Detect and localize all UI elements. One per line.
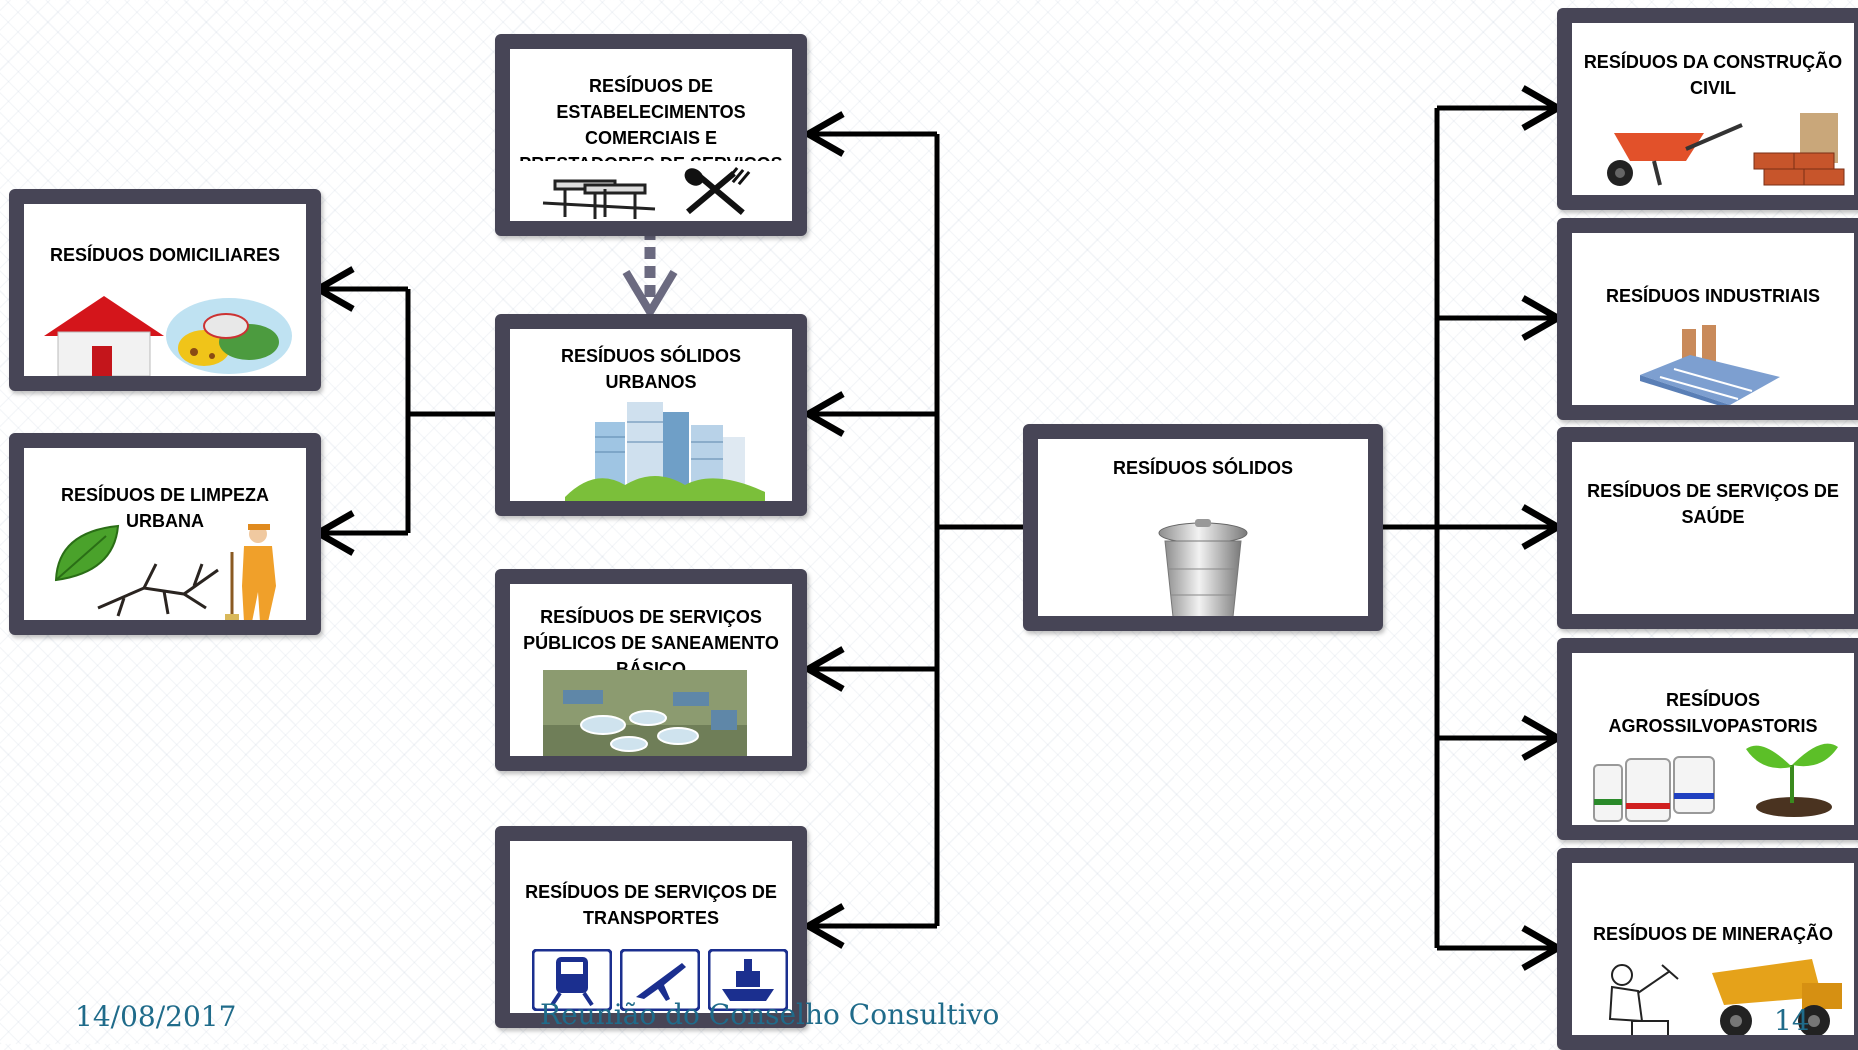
leaf-icon (54, 524, 120, 582)
node-mineracao: RESÍDUOS DE MINERAÇÃO (1557, 848, 1858, 1050)
node-limpeza-label: RESÍDUOS DE LIMPEZA URBANA (60, 485, 270, 531)
miner-icon (1608, 964, 1679, 1035)
trash-can-icon (1158, 519, 1248, 616)
water-treatment-plant-icon (543, 670, 747, 756)
node-comerciais-label: RESÍDUOS DE ESTABELECIMENTOS COMERCIAIS … (519, 76, 782, 161)
node-domiciliares-label: RESÍDUOS DOMICILIARES (49, 245, 281, 265)
footer-page-number: 14 (1774, 1004, 1810, 1037)
node-saneamento-label: RESÍDUOS DE SERVIÇOS PÚBLICOS DE SANEAME… (523, 607, 779, 670)
node-transportes: RESÍDUOS DE SERVIÇOS DE TRANSPORTES (495, 826, 807, 1028)
node-urbanos-label: RESÍDUOS SÓLIDOS URBANOS (560, 346, 742, 392)
city-buildings-icon (565, 402, 765, 501)
ship-icon (708, 949, 788, 1011)
node-saneamento: RESÍDUOS DE SERVIÇOS PÚBLICOS DE SANEAME… (495, 569, 807, 771)
footer-event-title: Reunião do Conselho Consultivo (540, 998, 1000, 1031)
node-saude-label: RESÍDUOS DE SERVIÇOS DE SAÚDE (1587, 481, 1839, 527)
node-agro-label: RESÍDUOS AGROSSILVOPASTORIS (1608, 690, 1818, 736)
factory-icon (1640, 325, 1780, 405)
plant-sprout-icon (1746, 743, 1838, 817)
street-sweeper-icon (225, 524, 276, 620)
node-mineracao-label: RESÍDUOS DE MINERAÇÃO (1592, 924, 1834, 944)
train-icon (532, 949, 612, 1011)
node-central-label: RESÍDUOS SÓLIDOS (1112, 458, 1294, 478)
node-construcao: RESÍDUOS DA CONSTRUÇÃO CIVIL (1557, 8, 1858, 210)
node-saude: RESÍDUOS DE SERVIÇOS DE SAÚDE (1557, 427, 1858, 629)
garbage-pile-icon (166, 298, 292, 374)
node-central-residuos-solidos: RESÍDUOS SÓLIDOS (1023, 424, 1383, 631)
chemical-containers-icon (1593, 756, 1715, 822)
house-icon (44, 296, 164, 376)
node-urbanos: RESÍDUOS SÓLIDOS URBANOS (495, 314, 807, 516)
node-transportes-label: RESÍDUOS DE SERVIÇOS DE TRANSPORTES (525, 882, 777, 928)
node-industriais-label: RESÍDUOS INDUSTRIAIS (1605, 286, 1821, 306)
node-construcao-label: RESÍDUOS DA CONSTRUÇÃO CIVIL (1583, 52, 1843, 98)
branches-icon (97, 563, 219, 617)
node-comerciais: RESÍDUOS DE ESTABELECIMENTOS COMERCIAIS … (495, 34, 807, 236)
fork-spoon-icon (684, 167, 751, 215)
footer-date: 14/08/2017 (75, 1000, 237, 1033)
node-limpeza: RESÍDUOS DE LIMPEZA URBANA (9, 433, 321, 635)
food-court-tables-icon (542, 179, 656, 219)
mining-truck-icon (1712, 959, 1842, 1035)
airplane-icon (620, 949, 700, 1011)
wheelbarrow-icon (1607, 123, 1743, 186)
node-domiciliares: RESÍDUOS DOMICILIARES (9, 189, 321, 391)
dashed-arrow-comerciais-to-urbanos (622, 228, 678, 320)
node-industriais: RESÍDUOS INDUSTRIAIS (1557, 218, 1858, 420)
bricks-cement-icon (1753, 113, 1845, 186)
node-agro: RESÍDUOS AGROSSILVOPASTORIS (1557, 638, 1858, 840)
